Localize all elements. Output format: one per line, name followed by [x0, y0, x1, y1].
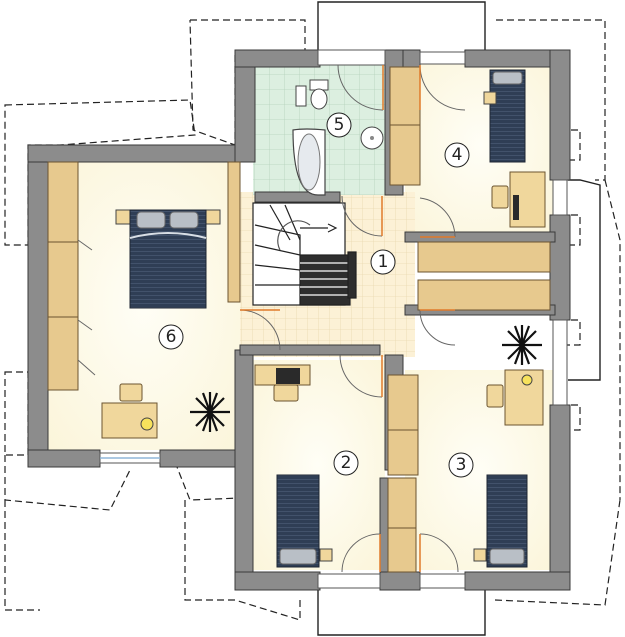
room-3-marker	[448, 452, 474, 478]
sink-icon	[295, 85, 384, 150]
room-5-number: 5	[334, 115, 345, 135]
bed-icon	[483, 69, 526, 163]
bed-icon	[276, 474, 333, 568]
room-1-marker	[370, 249, 396, 275]
doors	[77, 64, 466, 573]
chair-icon	[119, 185, 509, 408]
room-4-number: 4	[452, 145, 463, 165]
room-6-marker	[158, 324, 184, 350]
room-2-marker	[333, 450, 359, 476]
room-4-marker	[444, 142, 470, 168]
room-labels: 1 2 3 4 5 6	[158, 112, 474, 478]
windows	[99, 49, 568, 589]
bathtub-icon	[292, 128, 326, 196]
room-6-number: 6	[166, 327, 177, 347]
room-5-marker	[326, 112, 352, 138]
lamp-icon	[140, 374, 533, 431]
computer-icon	[276, 195, 519, 384]
stairs-icon	[252, 202, 357, 306]
plant-icon	[190, 392, 230, 432]
bed-icon	[115, 209, 221, 309]
room-1-number: 1	[378, 252, 389, 272]
room-2-number: 2	[341, 453, 352, 473]
desk	[101, 171, 546, 439]
bed-icon	[473, 474, 528, 568]
window-bays	[317, 1, 601, 636]
plant-icon	[502, 325, 542, 365]
wardrobes	[47, 66, 551, 573]
room-3-number: 3	[456, 455, 467, 475]
toilet-icon	[309, 79, 329, 110]
